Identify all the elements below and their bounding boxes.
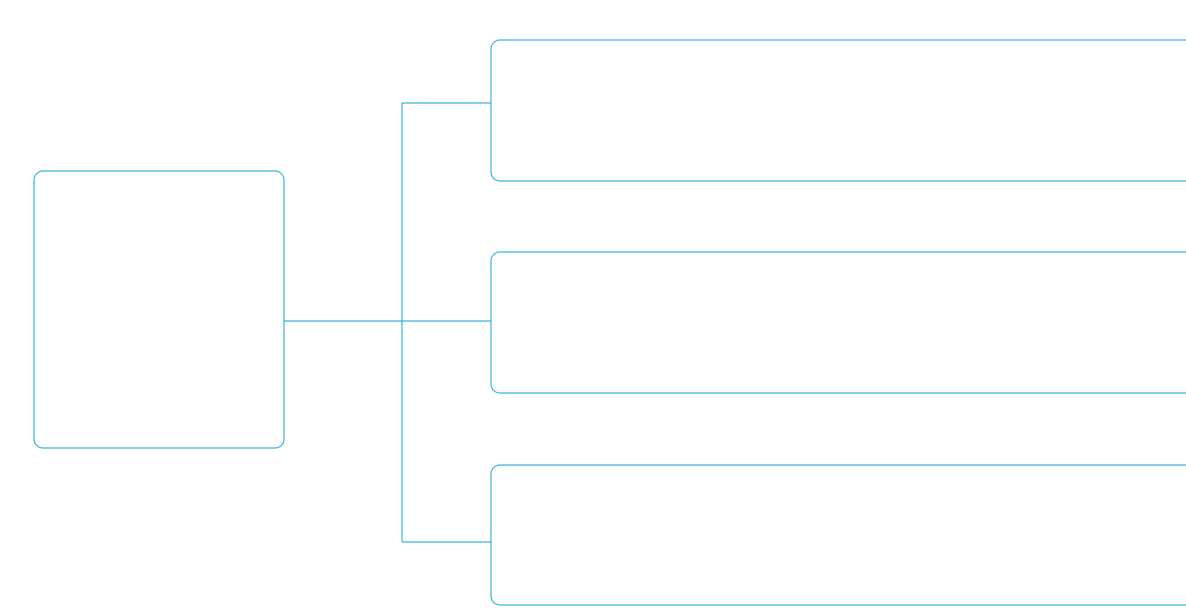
child-node-2-box (490, 251, 1186, 394)
connectors (284, 102, 491, 543)
child-node-2 (490, 251, 1186, 394)
root-node (33, 170, 285, 449)
child-node-1-box (490, 39, 1186, 182)
child-node-3-box (490, 464, 1186, 606)
child-node-1 (490, 39, 1186, 182)
root-node-box (33, 170, 285, 449)
child-node-3 (490, 464, 1186, 606)
